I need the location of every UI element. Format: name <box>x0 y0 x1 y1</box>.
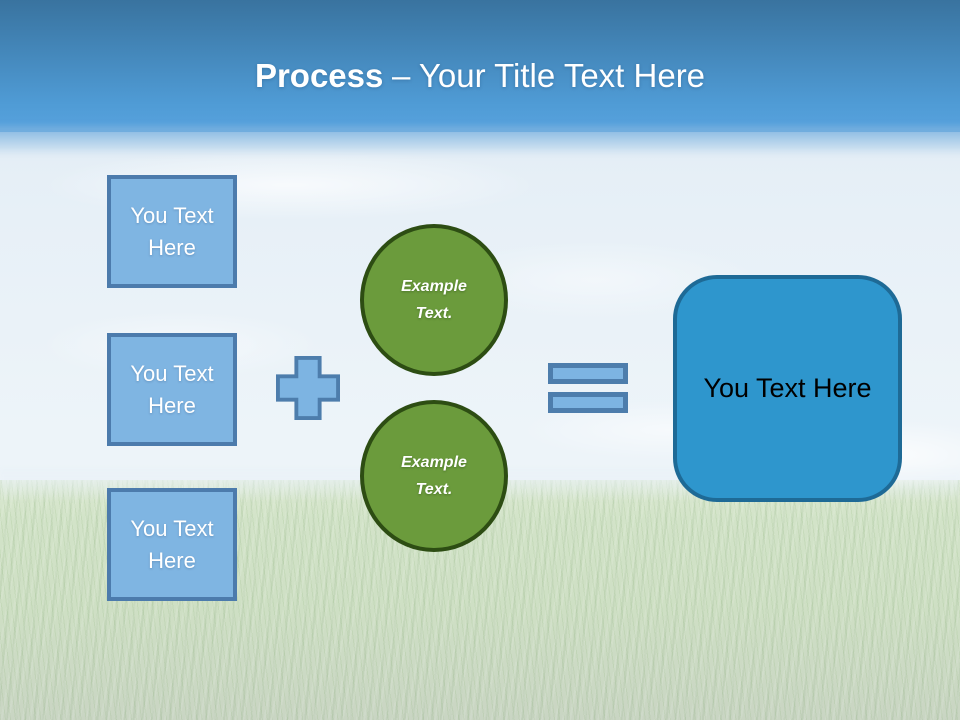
example-circle-1: Example Text. <box>360 224 508 376</box>
input-box-2: You Text Here <box>107 333 237 446</box>
result-box-label: You Text Here <box>703 373 872 403</box>
title-band-haze <box>0 126 960 156</box>
equals-icon <box>548 363 628 384</box>
example-circle-2: Example Text. <box>360 400 508 552</box>
input-box-1: You Text Here <box>107 175 237 288</box>
page-title: Process– Your Title Text Here <box>0 55 960 97</box>
input-box-3: You Text Here <box>107 488 237 601</box>
example-circle-2-label: Example Text. <box>401 454 467 498</box>
example-circle-1-label: Example Text. <box>401 278 467 322</box>
input-box-2-label: You Text Here <box>130 360 214 418</box>
equals-icon <box>548 392 628 413</box>
result-box: You Text Here <box>673 275 902 502</box>
plus-icon <box>276 356 340 420</box>
title-bold-part: Process <box>254 57 384 94</box>
input-box-3-label: You Text Here <box>130 515 214 573</box>
title-rest-part: – Your Title Text Here <box>391 57 706 94</box>
input-box-1-label: You Text Here <box>130 202 214 260</box>
title-band <box>0 0 960 132</box>
